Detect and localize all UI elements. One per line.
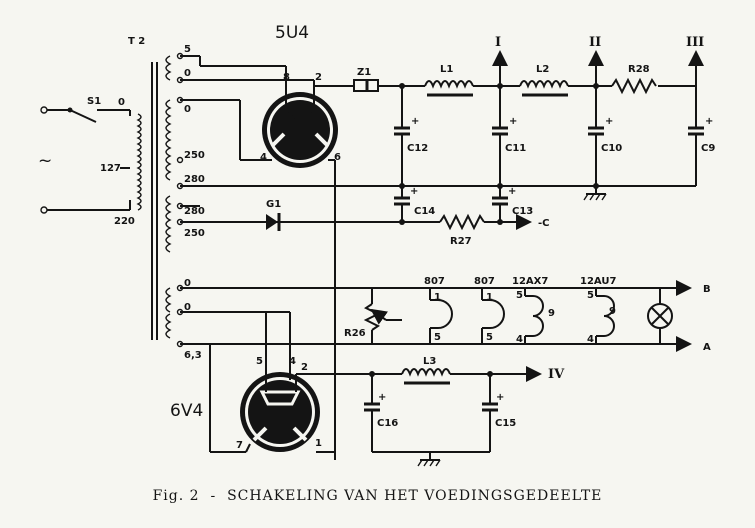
- pin-5u4-6: 6: [334, 152, 341, 163]
- sec-tap-250b: 250: [184, 228, 205, 239]
- plus-c12: +: [411, 116, 419, 127]
- switch-label: S1: [87, 96, 101, 107]
- plus-c10: +: [605, 116, 613, 127]
- tube-807-b: 807: [474, 276, 495, 287]
- label-c13: C13: [512, 206, 533, 217]
- sec-tap-0a: 0: [184, 68, 191, 79]
- figure-caption: Fig. 2 - SCHAKELING VAN HET VOEDINGSGEDE…: [152, 488, 603, 504]
- pin-6v4-1: 1: [315, 438, 322, 449]
- output-b: B: [703, 284, 711, 295]
- tube-807-a: 807: [424, 276, 445, 287]
- iv-filter: [335, 366, 542, 467]
- transformer-label: T 2: [128, 36, 145, 47]
- bias-section: [266, 186, 532, 231]
- pin-5u4-2: 2: [315, 72, 322, 83]
- output-i: I: [495, 35, 501, 50]
- pin-807b-1: 1: [486, 292, 493, 303]
- sec-tap-5: 5: [184, 44, 191, 55]
- sec-tap-250a: 250: [184, 150, 205, 161]
- plus-c11: +: [509, 116, 517, 127]
- label-l2: L2: [536, 64, 549, 75]
- sec-tap-0d: 0: [184, 302, 191, 313]
- pin-807a-5: 5: [434, 332, 441, 343]
- tap-0: 0: [118, 97, 125, 108]
- label-r26: R26: [344, 328, 366, 339]
- output-iv: IV: [548, 367, 565, 382]
- plus-c13: +: [508, 186, 516, 197]
- sec-tap-0c: 0: [184, 278, 191, 289]
- tube-6v4-label: 6V4: [170, 401, 203, 421]
- output-c: -C: [538, 218, 550, 229]
- hv-filter-line: [340, 50, 704, 201]
- sec-tap-280b: 280: [184, 206, 205, 217]
- plus-c14: +: [410, 186, 418, 197]
- pin-12ax7-9: 9: [548, 308, 555, 319]
- label-c10: C10: [601, 143, 622, 154]
- ac-symbol: ~: [38, 151, 52, 171]
- label-r27: R27: [450, 236, 472, 247]
- label-c15: C15: [495, 418, 516, 429]
- label-g1: G1: [266, 199, 281, 210]
- label-r28: R28: [628, 64, 650, 75]
- sec-tap-0b: 0: [184, 104, 191, 115]
- pin-12au7-9: 9: [609, 306, 616, 317]
- label-z1: Z1: [357, 67, 371, 78]
- label-c9: C9: [701, 143, 715, 154]
- plus-c16: +: [378, 392, 386, 403]
- label-c14: C14: [414, 206, 435, 217]
- pin-6v4-2: 2: [301, 362, 308, 373]
- label-c12: C12: [407, 143, 428, 154]
- output-iii: III: [686, 35, 704, 50]
- tube-5u4-label: 5U4: [275, 23, 309, 43]
- plus-c15: +: [496, 392, 504, 403]
- tap-127: 127: [100, 163, 121, 174]
- tube-6v4: [240, 312, 335, 453]
- sec-tap-280a: 280: [184, 174, 205, 185]
- label-c16: C16: [377, 418, 398, 429]
- pin-12au7-5: 5: [587, 290, 594, 301]
- output-a: A: [703, 342, 711, 353]
- tube-12ax7: 12AX7: [512, 276, 548, 287]
- plus-c9: +: [705, 116, 713, 127]
- pin-12ax7-5: 5: [516, 290, 523, 301]
- pin-6v4-5: 5: [256, 356, 263, 367]
- hv-wiring: [180, 55, 696, 460]
- label-l3: L3: [423, 356, 436, 367]
- label-c11: C11: [505, 143, 526, 154]
- pin-807a-1: 1: [434, 292, 441, 303]
- pin-12ax7-4: 4: [516, 334, 523, 345]
- tube-12au7: 12AU7: [580, 276, 616, 287]
- pin-6v4-7: 7: [236, 440, 243, 451]
- pin-6v4-4: 4: [289, 356, 296, 367]
- label-l1: L1: [440, 64, 453, 75]
- output-ii: II: [589, 35, 601, 50]
- tube-5u4: [262, 86, 338, 168]
- pin-5u4-4: 4: [260, 152, 267, 163]
- sec-tap-63: 6,3: [184, 350, 202, 361]
- tap-220: 220: [114, 216, 135, 227]
- pin-807b-5: 5: [486, 332, 493, 343]
- transformer-t2: [136, 52, 184, 348]
- pin-12au7-4: 4: [587, 334, 594, 345]
- mains-input: [40, 106, 131, 214]
